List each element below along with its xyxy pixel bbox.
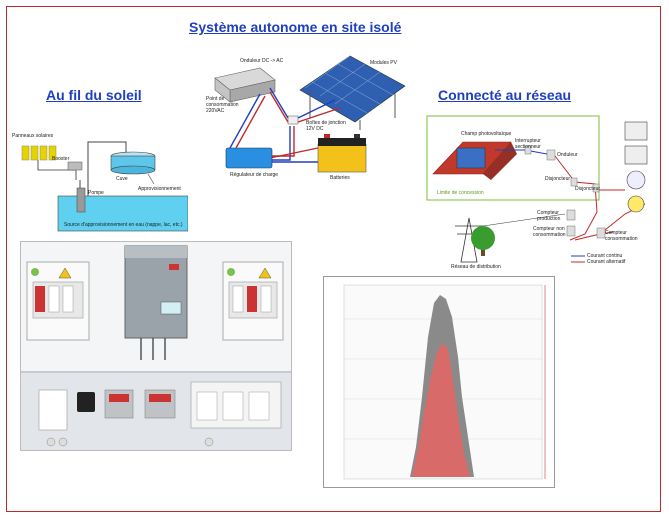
- autonomous-diagram: Onduleur DC -> AC Point de consommation …: [200, 48, 415, 198]
- label-onduleur-grid: Onduleur: [557, 152, 578, 158]
- red-series-area: [412, 343, 470, 477]
- tree-icon: [471, 226, 495, 256]
- appliance-clock-icon: [626, 170, 646, 190]
- label-champ: Champ photovoltaïque: [461, 131, 512, 137]
- left-cabinet: [26, 261, 90, 341]
- label-source: Source d'approvisionnement en eau (nappe…: [64, 222, 183, 228]
- pump-diagram: Panneaux solaires Booster Pompe Cuve App…: [8, 118, 188, 238]
- production-chart-svg: [343, 284, 546, 480]
- house-roof-icon: [432, 141, 517, 180]
- label-pompe: Pompe: [88, 190, 104, 196]
- compteur-conso-icon: [596, 227, 606, 239]
- label-compteur-conso: Compteur consommation: [605, 230, 638, 242]
- grid-diagram: Champ photovoltaïque Interrupteur sectio…: [425, 114, 661, 274]
- electrical-panel-photo: [20, 241, 292, 451]
- right-cabinet: [222, 261, 284, 341]
- label-boites: Boîtes de jonction 12V DC: [306, 120, 346, 132]
- interrupteur-icon: [524, 145, 532, 155]
- solar-panels-icon: [21, 145, 57, 161]
- label-panneaux: Panneaux solaires: [12, 133, 54, 139]
- label-legend-continu: Courant continu: [587, 253, 623, 259]
- label-reseau: Réseau de distribution: [451, 264, 501, 270]
- label-interrupteur: Interrupteur sectionneur: [515, 138, 541, 150]
- electrical-panel-svg: [21, 242, 291, 450]
- label-disjoncteur1: Disjoncteur: [545, 176, 571, 182]
- outer-frame: [6, 6, 661, 512]
- label-compteur-non: Compteur non consommation: [533, 226, 566, 238]
- disjoncteur1-icon: [570, 177, 578, 187]
- label-point-conso: Point de consommation 220VAC: [206, 96, 239, 114]
- compteur-prod-icon: [566, 209, 576, 221]
- inverter-unit: [124, 245, 188, 360]
- battery-icon: [317, 134, 367, 173]
- pump-diagram-svg: [21, 141, 188, 232]
- junction-box-icon: [287, 115, 299, 125]
- appliance-lamp-icon: [627, 195, 645, 213]
- disjoncteur2-icon: [592, 183, 600, 193]
- charge-regulator-icon: [225, 147, 273, 169]
- label-onduleur: Onduleur DC -> AC: [240, 58, 284, 64]
- label-limite: Limite de concession: [437, 190, 484, 196]
- meters-row: [38, 381, 282, 447]
- label-batteries: Batteries: [330, 175, 350, 181]
- inverter-icon: [214, 67, 276, 103]
- autonomous-diagram-svg: [214, 55, 406, 173]
- label-booster: Booster: [52, 156, 70, 162]
- right-title: Connecté au réseau: [438, 87, 572, 103]
- grid-diagram-svg: [426, 115, 648, 263]
- label-disjoncteur2: Disjoncteur: [575, 186, 601, 192]
- pump-icon: [76, 187, 86, 213]
- appliance-tv-icon: [624, 145, 648, 165]
- label-modules: Modules PV: [370, 60, 397, 66]
- label-cuve: Cuve: [116, 176, 128, 182]
- pv-modules-icon: [299, 55, 406, 130]
- left-title: Au fil du soleil: [46, 87, 142, 103]
- onduleur-icon: [546, 149, 556, 161]
- appliance-oven-icon: [624, 121, 648, 141]
- label-regulateur: Régulateur de charge: [230, 172, 279, 178]
- label-legend-alternatif: Courant alternatif: [587, 259, 626, 265]
- label-compteur-prod: Compteur production: [537, 210, 561, 222]
- booster-icon: [67, 161, 83, 171]
- compteur-non-icon: [566, 225, 576, 237]
- main-title: Système autonome en site isolé: [189, 19, 402, 35]
- label-approvisionnement: Approvisionnement: [138, 186, 181, 192]
- tank-icon: [110, 151, 156, 175]
- production-chart: [323, 276, 555, 488]
